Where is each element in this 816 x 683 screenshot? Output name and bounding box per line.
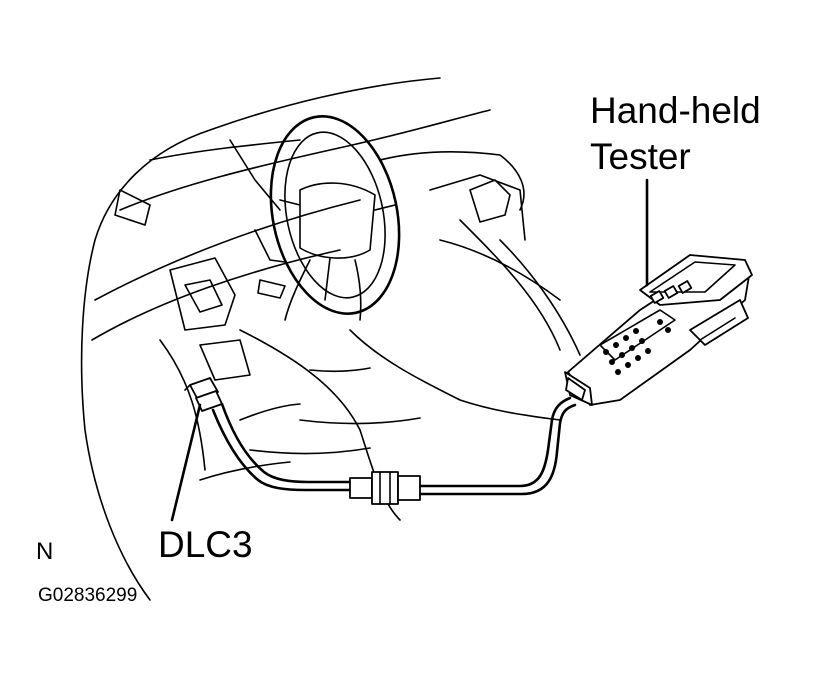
inline-connector: [349, 471, 421, 505]
figure-code-label: G02836299: [38, 585, 138, 606]
hand-held-tester-device: [564, 254, 753, 406]
dashboard-outline: [80, 77, 581, 601]
dlc3-leader-line: [170, 403, 202, 522]
dlc3-label: DLC3: [158, 524, 253, 565]
tester-label-line1: Hand-held: [590, 90, 761, 131]
tester-keypad: [603, 319, 671, 375]
dlc3-connector: [184, 377, 223, 412]
cable: [211, 396, 577, 496]
view-mark-label: N: [36, 538, 54, 565]
tester-label-line2: Tester: [590, 136, 691, 177]
steering-wheel: [254, 115, 401, 321]
